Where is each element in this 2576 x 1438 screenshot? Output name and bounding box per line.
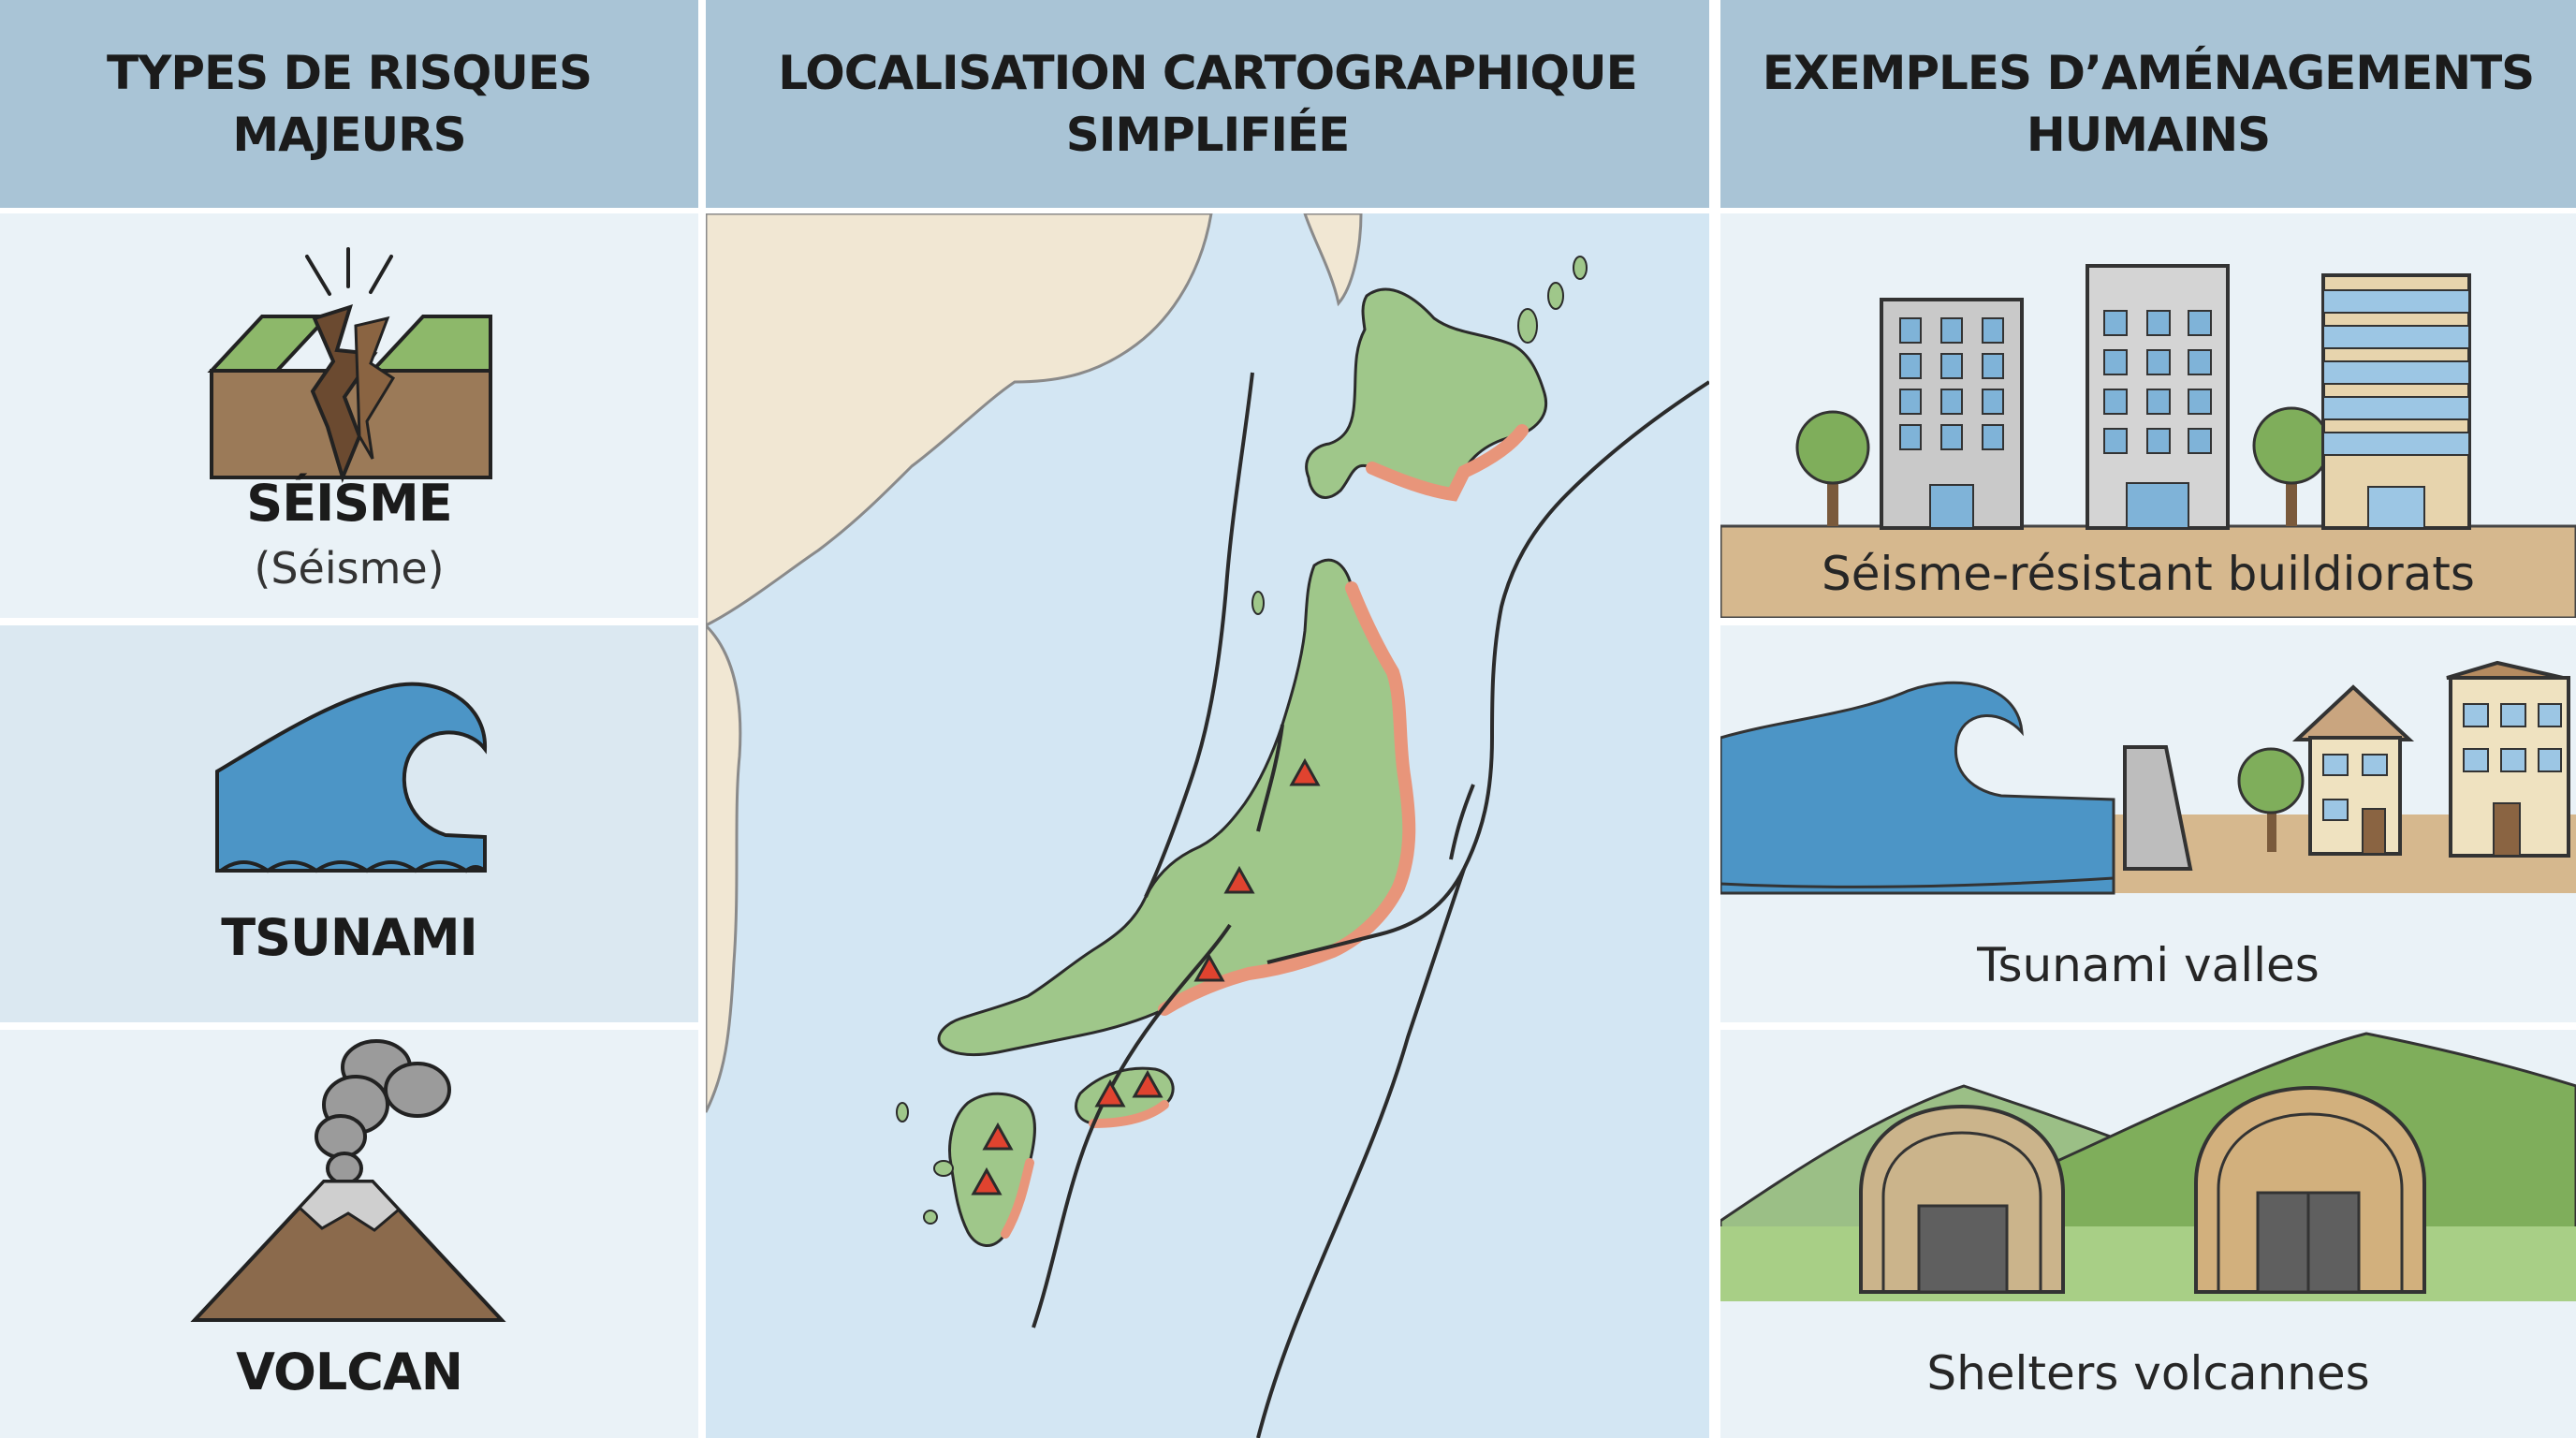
honshu [937,558,1411,1057]
header-risk-types: TYPES DE RISQUES MAJEURS [0,0,698,208]
example-card-seawall: Tsunami valles [1720,625,2576,1022]
volcano-marker [1193,953,1225,982]
volcano-marker [1132,1069,1164,1098]
volcano-icon [190,1039,506,1322]
column-divider [698,0,706,1438]
risk-name-earthquake: SÉISME [246,474,452,533]
volcano-marker [1094,1078,1126,1108]
risk-subtitle-earthquake: (Séisme) [254,543,445,594]
shelter-icon [1720,1032,2576,1301]
buildings-icon [1720,264,2576,618]
volcano-marker [1223,865,1255,894]
risk-card-tsunami: TSUNAMI [0,625,698,1022]
column-divider [1709,0,1720,1438]
wave-icon [215,682,488,873]
header-examples-line1: EXEMPLES D’AMÉNAGEMENTS [1762,46,2535,100]
example-label-shelter: Shelters volcannes [1926,1346,2370,1401]
small-islands [896,256,1588,1225]
example-card-shelter: Shelters volcannes [1720,1030,2576,1438]
volcano-markers [971,757,1321,1196]
sakhalin [1303,213,1363,307]
header-examples-line2: HUMAINS [2026,108,2271,162]
seawall-icon [1720,660,2576,895]
example-label-buildings: Séisme-résistant buildiorats [1822,547,2475,601]
header-examples: EXEMPLES D’AMÉNAGEMENTS HUMAINS [1720,0,2576,208]
header-map: LOCALISATION CARTOGRAPHIQUE SIMPLIFIÉE [706,0,1709,208]
japan-map [706,213,1709,1438]
header-risk-types-line1: TYPES DE RISQUES [107,46,593,100]
plate-boundaries [1032,372,1709,1438]
seawall [2123,745,2193,871]
header-risk-types-line2: MAJEURS [232,108,466,162]
risk-name-volcano: VOLCAN [236,1343,463,1401]
volcano-marker [1289,757,1321,786]
earthquake-icon [207,247,492,484]
risk-card-volcano: VOLCAN [0,1030,698,1438]
hokkaido [1305,287,1547,499]
asia-mainland [706,213,1213,627]
risk-name-tsunami: TSUNAMI [221,908,477,967]
korea-peninsula [706,623,742,1113]
header-map-line2: SIMPLIFIÉE [1065,108,1351,162]
example-label-seawall: Tsunami valles [1977,938,2320,992]
volcano-marker [971,1167,1003,1196]
map-svg [706,213,1709,1438]
risk-card-earthquake: SÉISME (Séisme) [0,213,698,618]
kyushu [948,1092,1036,1247]
header-map-line1: LOCALISATION CARTOGRAPHIQUE [778,46,1638,100]
volcano-marker [982,1122,1014,1151]
example-card-buildings: Séisme-résistant buildiorats [1720,213,2576,618]
